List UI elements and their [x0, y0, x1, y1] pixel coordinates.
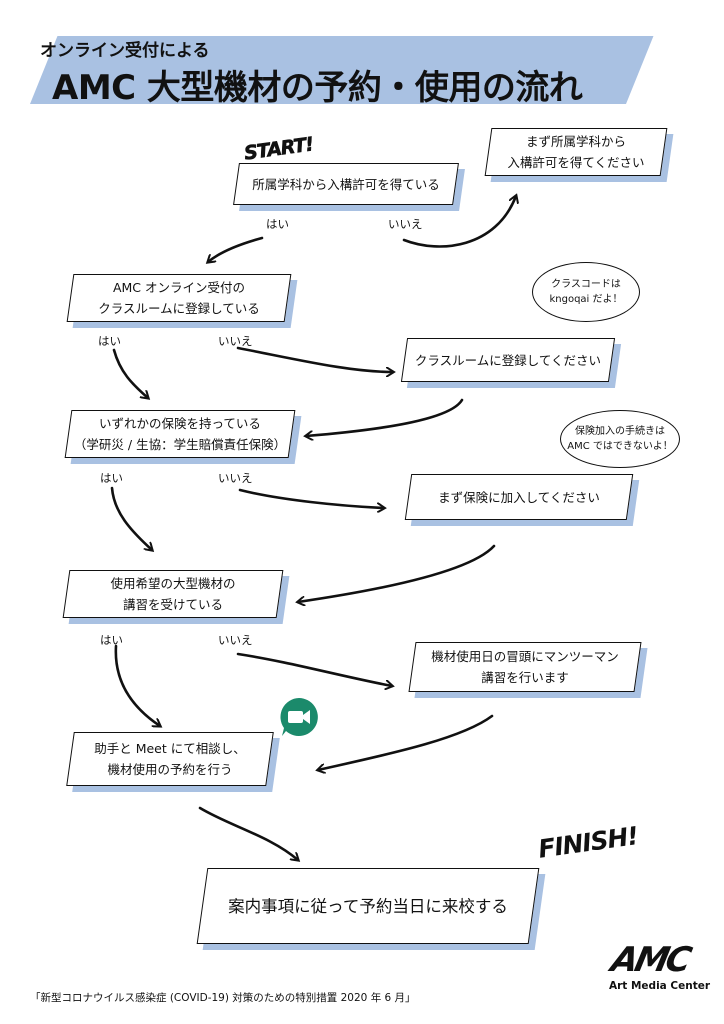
step4-line2: 講習を受けている: [122, 597, 223, 612]
step1-card: 所属学科から入構許可を得ている: [233, 163, 465, 211]
step1-no-line2: 入構許可を得てください: [507, 155, 645, 170]
step3-line1: いずれかの保険を持っている: [99, 416, 261, 431]
arrow-step2no-back: [306, 398, 464, 436]
step4-no-line1: 機材使用日の冒頭にマンツーマン: [431, 649, 619, 664]
logo-caption: Art Media Center: [609, 980, 711, 992]
arrow-step1-no: [402, 196, 516, 248]
arrow-step3-yes: [110, 486, 152, 550]
step2-line1: AMC オンライン受付の: [112, 280, 246, 295]
final-text: 案内事項に従って予約当日に来校する: [228, 896, 508, 916]
step1-no-label: いいえ: [388, 217, 423, 231]
step2-yes-label: はい: [98, 334, 121, 348]
step3-no-text: まず保険に加入してください: [438, 489, 600, 505]
step1-yes-label: はい: [266, 217, 289, 231]
final-card: 案内事項に従って予約当日に来校する: [196, 868, 546, 950]
step3-no-card: まず保険に加入してください: [404, 474, 640, 526]
arrow-step2-yes: [112, 348, 148, 398]
arrow-step4-no: [236, 652, 392, 686]
arrow-step3no-back: [298, 544, 496, 602]
arrow-step4no-back: [318, 714, 494, 770]
step1-no-line1: まず所属学科から: [525, 134, 626, 149]
step3-line2: （学研災 / 生協：学生賠償責任保険）: [73, 437, 287, 452]
step5-line2: 機材使用の予約を行う: [107, 762, 233, 777]
arrow-step5-final: [198, 806, 298, 860]
arrow-step2-no: [236, 346, 393, 372]
step2-no-label: いいえ: [218, 334, 253, 348]
amc-logo: AMC: [607, 940, 693, 980]
bubble2-line2: AMC ではできないよ！: [567, 441, 673, 452]
step4-no-label: いいえ: [218, 633, 253, 647]
step2-line2: クラスルームに登録している: [98, 301, 260, 316]
step1-no-card: まず所属学科から 入構許可を得てください: [484, 128, 674, 182]
step5-line1: 助手と Meet にて相談し、: [94, 741, 246, 756]
step4-card: 使用希望の大型機材の 講習を受けている: [62, 570, 290, 624]
bubble2-line1: 保険加入の手続きは: [575, 426, 665, 437]
bubble1-line2: kngoqai だよ！: [549, 294, 623, 305]
step2-no-card: クラスルームに登録してください: [400, 338, 622, 388]
step4-yes-label: はい: [100, 633, 123, 647]
step1-text: 所属学科から入構許可を得ている: [252, 176, 440, 192]
step4-line1: 使用希望の大型機材の: [110, 576, 236, 591]
arrow-step4-yes: [114, 644, 160, 726]
page-subtitle: オンライン受付による: [40, 41, 210, 61]
step4-no-card: 機材使用日の冒頭にマンツーマン 講習を行います: [408, 642, 648, 698]
speech-bubble-insurance: 保険加入の手続きは AMC ではできないよ！: [560, 410, 680, 468]
speech-bubble-class-code: クラスコードは kngoqai だよ！: [532, 262, 640, 322]
step4-no-line2: 講習を行います: [481, 670, 569, 685]
step3-card: いずれかの保険を持っている （学研災 / 生協：学生賠償責任保険）: [64, 410, 302, 464]
bubble1-line1: クラスコードは: [551, 279, 621, 290]
step3-no-label: いいえ: [218, 471, 253, 485]
step2-no-text: クラスルームに登録してください: [414, 352, 602, 368]
video-camera-icon: [280, 698, 318, 736]
arrow-step1-yes: [208, 236, 264, 262]
step5-card: 助手と Meet にて相談し、 機材使用の予約を行う: [66, 732, 280, 792]
step3-yes-label: はい: [100, 471, 123, 485]
page-title: AMC 大型機材の予約・使用の流れ: [52, 68, 583, 108]
step2-card: AMC オンライン受付の クラスルームに登録している: [66, 274, 298, 328]
footer-credit: 「新型コロナウイルス感染症 (COVID-19) 対策のための特別措置 2020…: [30, 992, 416, 1004]
arrow-step3-no: [238, 488, 384, 508]
